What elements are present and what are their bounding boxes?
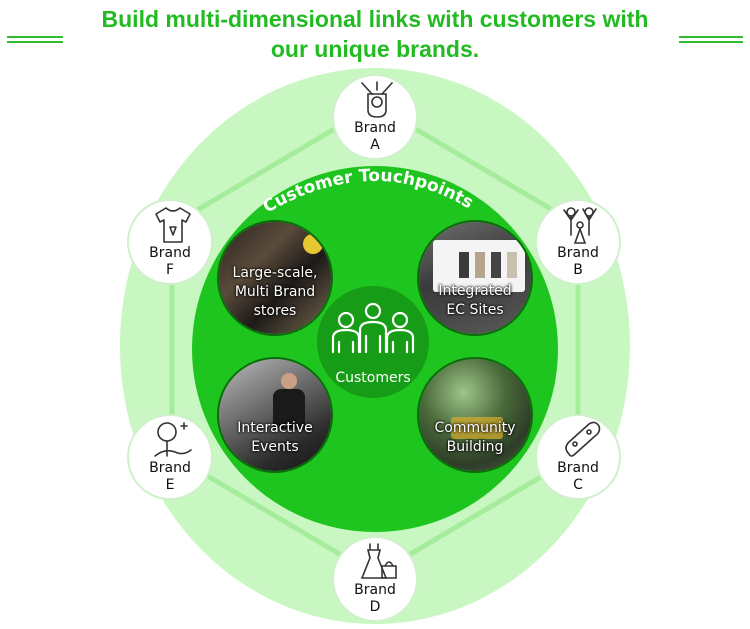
- brand-f-node: Brand F: [127, 199, 213, 285]
- brand-name: Brand: [149, 460, 191, 476]
- svg-text:Customer Touchpoints: Customer Touchpoints: [260, 166, 477, 217]
- touchpoint-events: Interactive Events: [217, 357, 333, 473]
- left-divider: [7, 36, 63, 43]
- brand-letter: F: [165, 262, 175, 278]
- brand-e-node: Brand E: [127, 414, 213, 500]
- brand-letter: D: [369, 599, 381, 615]
- store-sign: [303, 234, 323, 254]
- touchpoint-community: Community Building: [417, 357, 533, 473]
- touchpoint-stores: Large-scale, Multi Brand stores: [217, 220, 333, 336]
- dress-and-bag-icon: [360, 543, 397, 579]
- brand-label: Brand C: [537, 460, 619, 494]
- brand-a-node: Brand A: [332, 74, 418, 160]
- community-photo: [419, 359, 531, 471]
- caption-line: Integrated: [438, 283, 512, 299]
- brand-label: Brand B: [537, 245, 619, 279]
- brand-c-node: Brand C: [535, 414, 621, 500]
- caption-line: EC Sites: [446, 302, 504, 318]
- brand-label: Brand F: [129, 245, 211, 279]
- touchpoint-caption: Community Building: [419, 419, 531, 457]
- tshirt-icon: [155, 207, 191, 243]
- brand-d-node: Brand D: [332, 536, 418, 622]
- brand-label: Brand E: [129, 460, 211, 494]
- brand-label: Brand D: [334, 582, 416, 616]
- ring-title: Customer Touchpoints: [260, 166, 477, 217]
- caption-line: Building: [446, 439, 504, 455]
- brand-letter: C: [573, 477, 583, 493]
- title-line-2: our unique brands.: [270, 36, 480, 62]
- caption-line: Interactive: [237, 420, 313, 436]
- skateboard-icon: [565, 421, 601, 457]
- touchpoint-ec-sites: Integrated EC Sites: [417, 220, 533, 336]
- brand-name: Brand: [149, 245, 191, 261]
- right-divider: [679, 36, 743, 43]
- title-line-1: Build multi-dimensional links with custo…: [101, 6, 649, 32]
- brand-name: Brand: [557, 460, 599, 476]
- laptop-screen: [433, 240, 525, 292]
- touchpoint-caption: Interactive Events: [219, 419, 331, 457]
- brand-name: Brand: [557, 245, 599, 261]
- brand-b-node: Brand B: [535, 199, 621, 285]
- touchpoint-caption: Integrated EC Sites: [419, 282, 531, 320]
- people-group-icon: [331, 302, 415, 354]
- nature-icon: [154, 422, 192, 457]
- family-icon: [563, 207, 597, 244]
- caption-line: stores: [253, 303, 297, 319]
- caption-line: Community: [434, 420, 516, 436]
- brand-letter: A: [370, 137, 380, 153]
- brand-name: Brand: [354, 582, 396, 598]
- caption-line: Events: [251, 439, 299, 455]
- golf-bag-icon: [361, 81, 393, 118]
- brand-label: Brand A: [334, 120, 416, 154]
- brand-letter: E: [165, 477, 175, 493]
- brand-name: Brand: [354, 120, 396, 136]
- touchpoint-caption: Large-scale, Multi Brand stores: [219, 264, 331, 321]
- customers-label: Customers: [335, 370, 411, 386]
- brand-letter: B: [573, 262, 583, 278]
- page-title: Build multi-dimensional links with custo…: [60, 4, 690, 64]
- caption-line: Multi Brand: [234, 284, 316, 300]
- caption-line: Large-scale,: [232, 265, 318, 281]
